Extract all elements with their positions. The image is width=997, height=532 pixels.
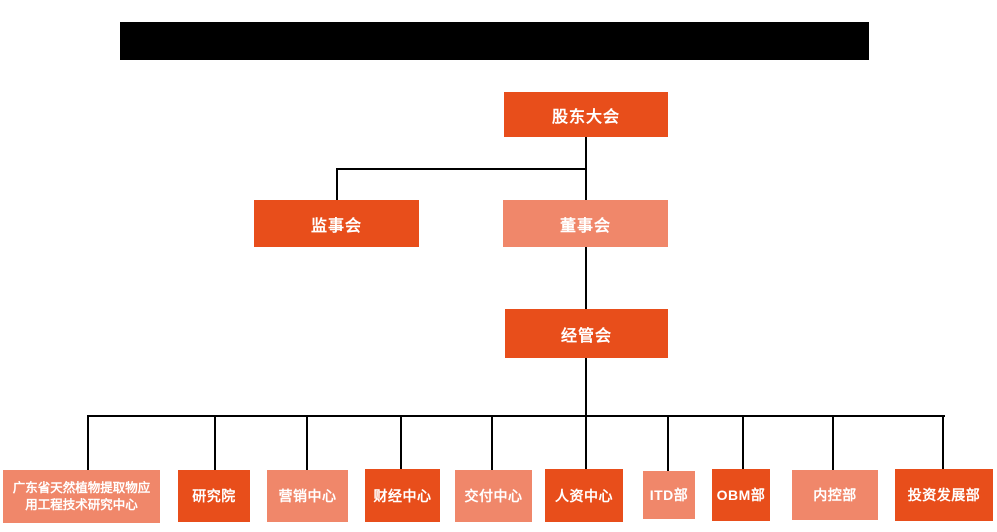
connector-branch-supervisory-v [336,168,338,201]
connector-drop-dept-5 [491,415,493,471]
connector-departments-h [87,415,945,417]
node-dept-internal-control: 内控部 [792,470,878,520]
node-dept-investment-development: 投资发展部 [895,469,993,521]
node-dept-hr-center: 人资中心 [545,469,623,522]
node-shareholders-meeting: 股东大会 [504,92,668,137]
connector-drop-dept-1 [87,415,89,471]
node-supervisory-board: 监事会 [254,200,419,247]
node-dept-finance-center: 财经中心 [365,469,440,522]
node-dept-research-center: 广东省天然植物提取物应用工程技术研究中心 [3,470,160,523]
connector-drop-dept-2 [214,415,216,471]
connector-drop-dept-4 [400,415,402,470]
connector-branch-supervisory-h [336,168,587,170]
node-dept-obm: OBM部 [712,469,770,521]
connector-drop-dept-10 [942,415,944,470]
connector-trunk-management [585,358,587,470]
connector-trunk-board [585,247,587,310]
connector-drop-dept-9 [832,415,834,471]
node-dept-delivery-center: 交付中心 [455,470,532,522]
connector-drop-dept-3 [306,415,308,471]
node-management-committee: 经管会 [505,309,668,358]
node-dept-research-institute: 研究院 [178,470,250,522]
redacted-title-bar [120,22,869,60]
node-dept-marketing-center: 营销中心 [267,470,348,522]
node-board-of-directors: 董事会 [503,200,668,247]
connector-drop-dept-8 [742,415,744,470]
node-dept-itd: ITD部 [643,471,695,519]
connector-drop-dept-7 [667,415,669,472]
